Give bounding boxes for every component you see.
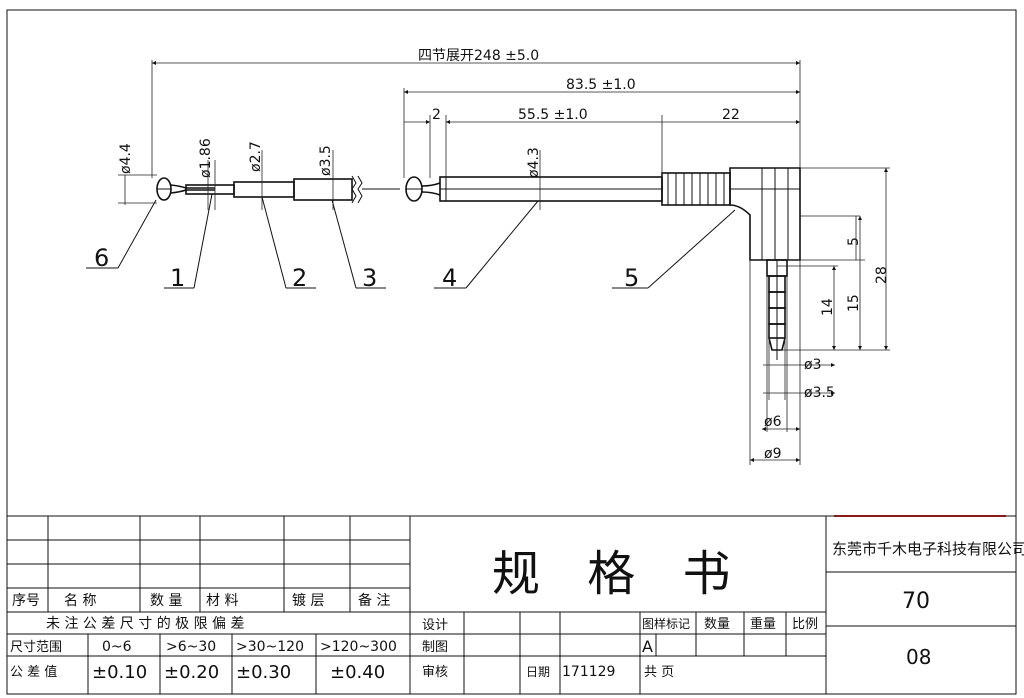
date-label: 日期 [526, 665, 550, 679]
dim-2: 2 [432, 107, 441, 123]
title-spec: 规 格 书 [492, 546, 747, 602]
hdr-seq: 序号 [12, 593, 40, 609]
callout-5: 5 [624, 264, 639, 292]
left-diameter-dims: ø4.4 ø1.86 ø2.7 ø3.5 [118, 138, 334, 210]
dim-phi6: ø6 [764, 414, 782, 430]
hdr-qty: 数 量 [150, 593, 182, 609]
tolerance-label: 公 差 值 [10, 664, 57, 680]
dim-phi44: ø4.4 [118, 143, 134, 174]
antenna-tube [405, 176, 663, 202]
range-0: 0~6 [102, 639, 132, 655]
dim-phi35b: ø3.5 [804, 385, 835, 401]
hdr-name: 名 称 [64, 593, 96, 609]
hdr-plating: 镀 层 [292, 592, 324, 609]
dim-5: 5 [846, 237, 862, 246]
dim-22: 22 [722, 107, 740, 123]
hdr-material: 材 料 [206, 593, 238, 609]
code-1: 70 [902, 589, 930, 614]
antenna-tip-sections [156, 175, 400, 204]
mark-label: 图样标记 [642, 616, 690, 631]
callout-3: 3 [362, 264, 377, 292]
dim-555: 55.5 ±1.0 [518, 107, 588, 123]
hdr-remark: 备 注 [358, 592, 390, 609]
code-2: 08 [906, 645, 931, 669]
range-1: >6~30 [166, 639, 216, 655]
horizontal-dims: 四节展开248 ±5.0 83.5 ±1.0 2 55.5 ±1.0 22 ø4… [151, 48, 801, 210]
tol-2: ±0.30 [236, 662, 291, 683]
design-label: 设计 [422, 618, 448, 633]
callout-1: 1 [170, 264, 185, 292]
range-3: >120~300 [320, 639, 397, 655]
dim-28: 28 [874, 266, 890, 284]
weight-label: 重量 [750, 616, 776, 632]
drawing-border [6, 9, 1017, 695]
dim-phi43: ø4.3 [526, 147, 542, 178]
part-callouts: 6 1 2 3 4 5 [86, 193, 736, 292]
dim-phi9: ø9 [764, 446, 781, 462]
review-label: 审核 [422, 665, 448, 680]
dim-phi27: ø2.7 [248, 141, 264, 172]
title-block: 序号 名 称 数 量 材 料 镀 层 备 注 未 注 公 差 尺 寸 的 极 限… [7, 515, 1024, 694]
dim-phi186: ø1.86 [198, 138, 214, 178]
tolerance-title: 未 注 公 差 尺 寸 的 极 限 偏 差 [46, 616, 245, 632]
vertical-dims: 28 15 14 5 [777, 167, 890, 351]
scale-label: 比例 [792, 617, 818, 632]
callout-6: 6 [94, 244, 109, 272]
dim-total-length: 四节展开248 ±5.0 [418, 48, 539, 64]
mark-value: A [642, 637, 653, 656]
drawn-label: 制图 [422, 640, 448, 655]
size-range-label: 尺寸范围 [10, 640, 62, 655]
dim-15: 15 [846, 294, 862, 312]
tol-0: ±0.10 [92, 662, 147, 683]
dim-phi3: ø3 [804, 357, 821, 373]
tol-3: ±0.40 [330, 662, 385, 683]
range-2: >30~120 [236, 639, 304, 655]
dim-14: 14 [820, 298, 836, 316]
callout-4: 4 [442, 264, 457, 292]
tol-1: ±0.20 [164, 662, 219, 683]
plug-diameter-dims: ø3 ø3.5 ø6 ø9 [749, 260, 835, 465]
date-value: 171129 [562, 664, 615, 680]
qty-label: 数量 [704, 617, 730, 632]
company-name: 东莞市千木电子科技有限公司 [832, 540, 1024, 558]
callout-2: 2 [292, 264, 307, 292]
knurled-grip [661, 172, 731, 206]
dim-phi35: ø3.5 [318, 145, 334, 176]
dim-handle-length: 83.5 ±1.0 [566, 77, 636, 93]
elbow-plug [729, 167, 801, 360]
pages-label: 共 页 [644, 665, 674, 680]
